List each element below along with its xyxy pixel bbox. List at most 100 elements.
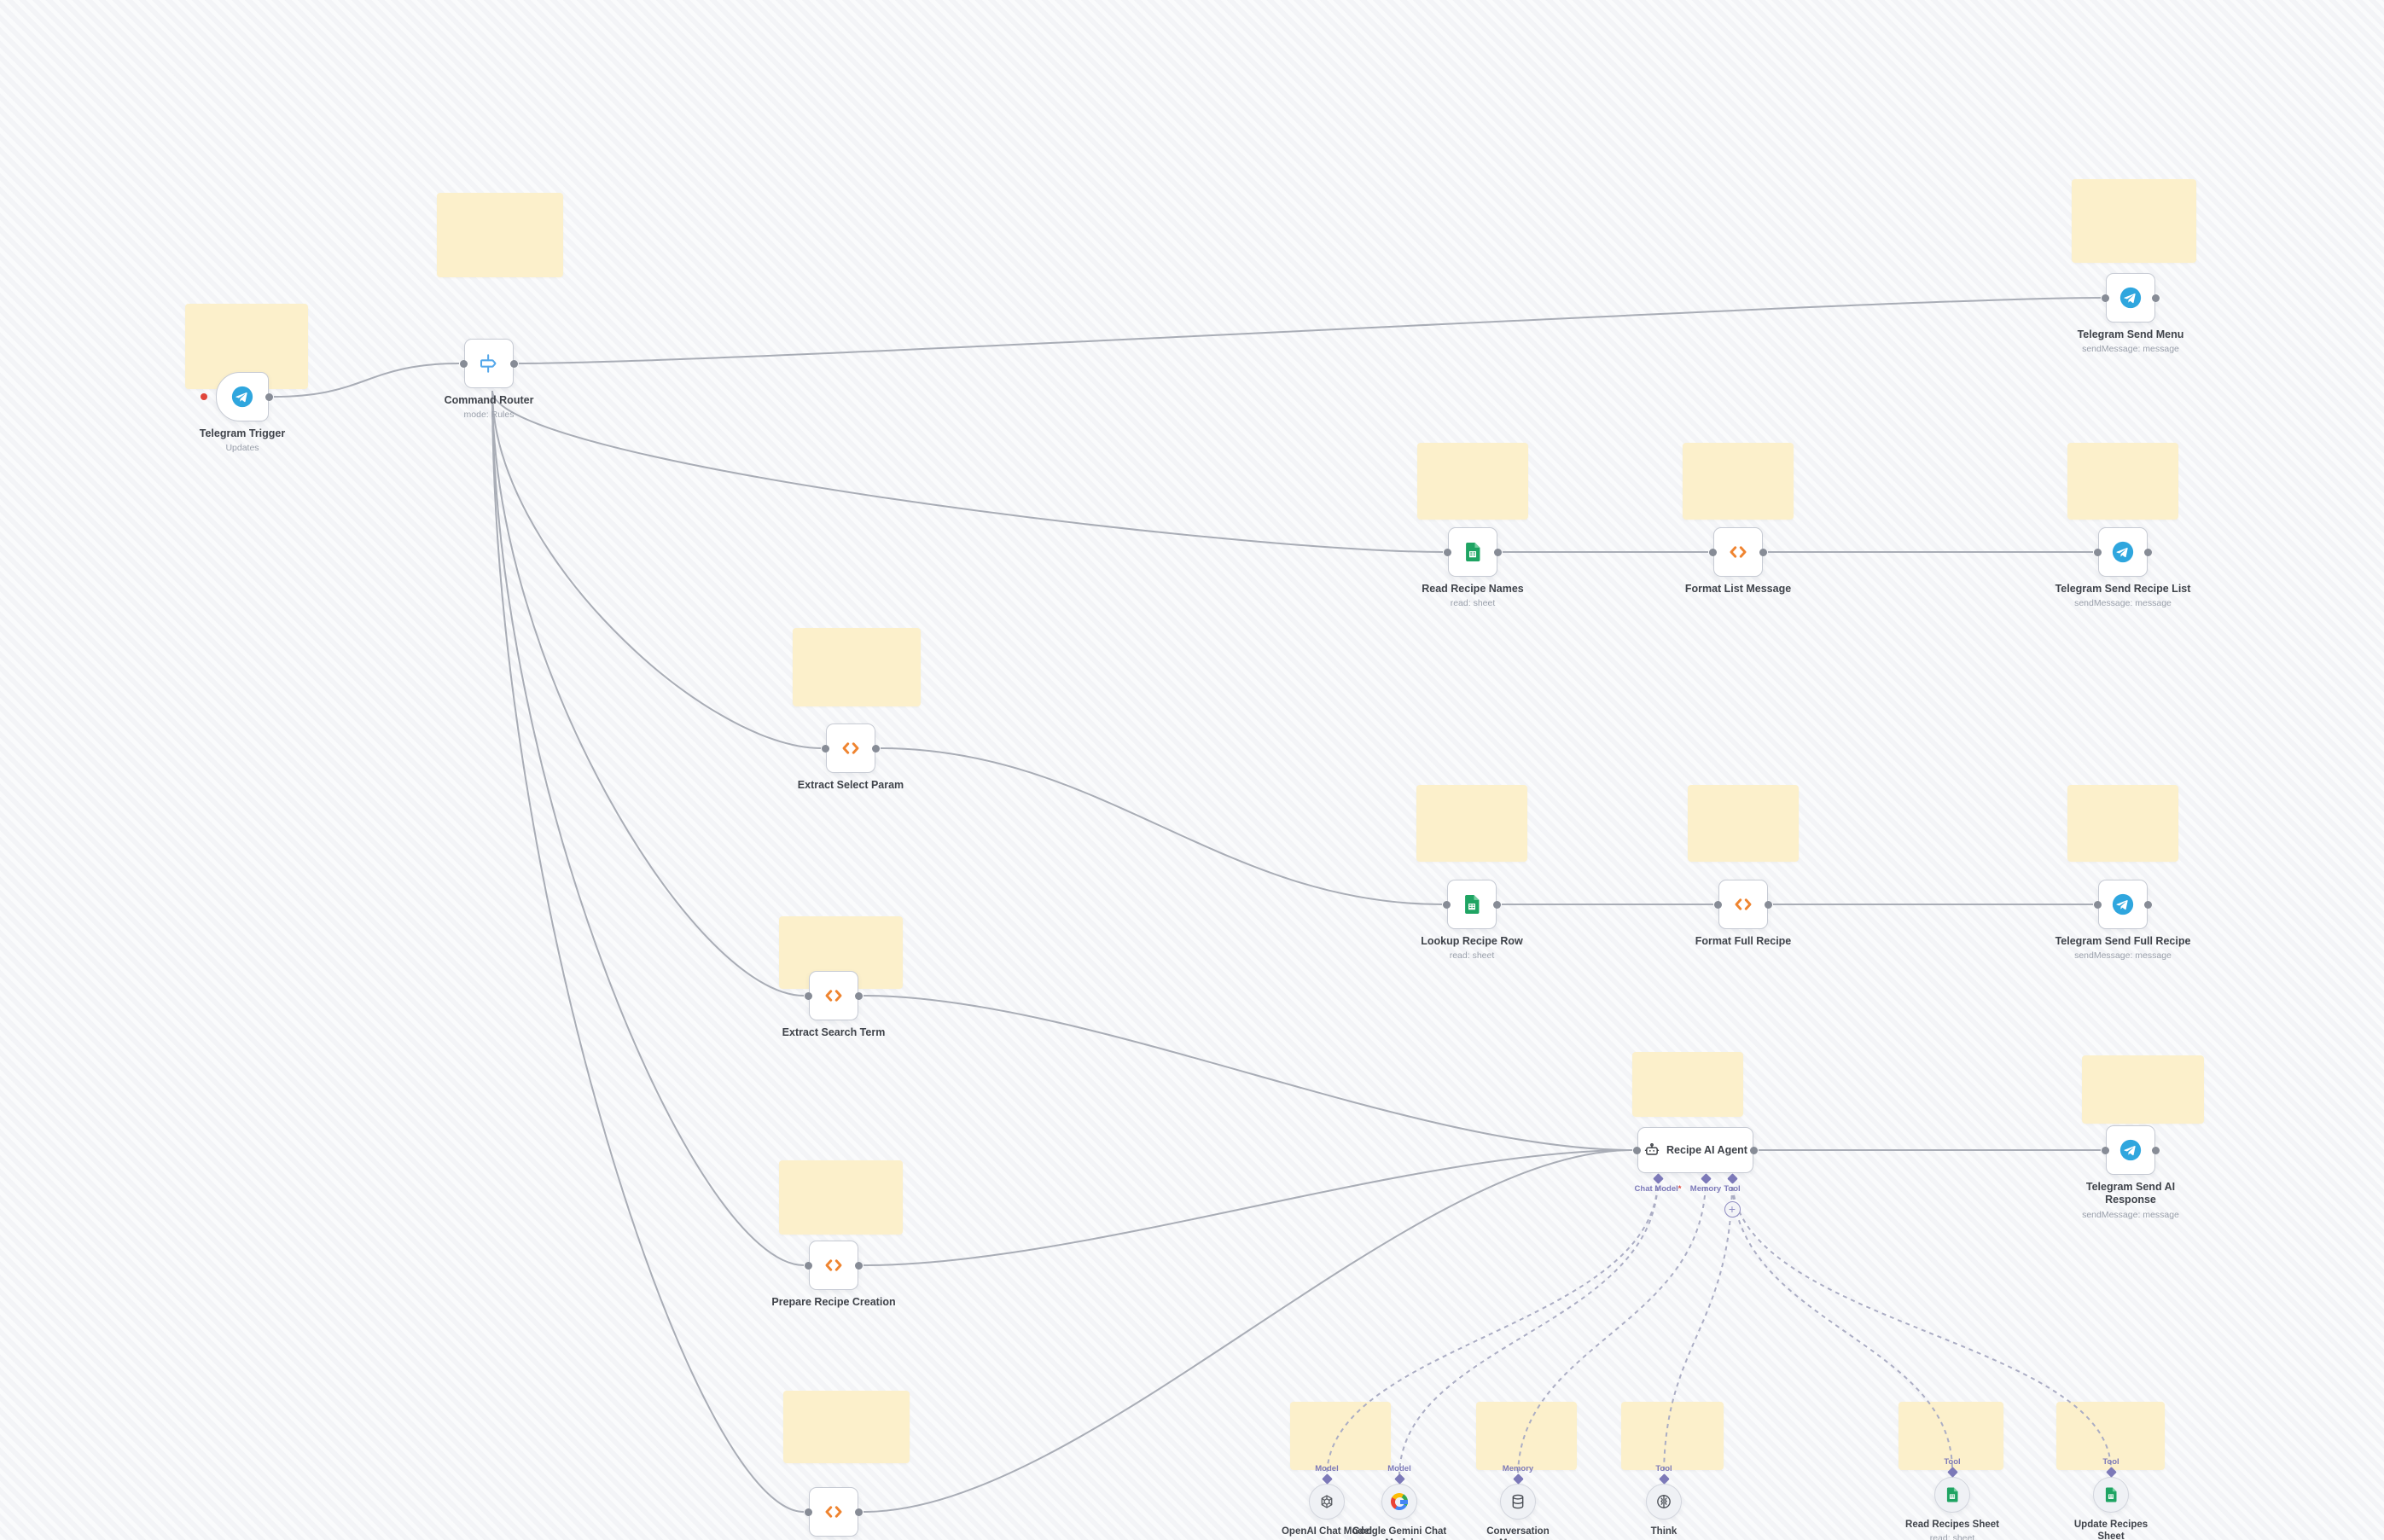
sticky-note[interactable] <box>1632 1052 1743 1117</box>
node-lookup-recipe-row[interactable] <box>1443 880 1501 929</box>
node-unnamed-code[interactable] <box>805 1487 863 1537</box>
connection-recipe-ai-agent-to-conversation-memory[interactable] <box>1517 1177 1707 1478</box>
sticky-note[interactable] <box>1683 443 1794 520</box>
node-label: Recipe AI Agent <box>1666 1144 1747 1156</box>
connection-extract-select-param-to-lookup-recipe-row[interactable] <box>880 747 1443 905</box>
connection-command-router-to-extract-search-term[interactable] <box>491 390 805 997</box>
node-extract-select-param[interactable] <box>822 724 880 773</box>
sticky-note[interactable] <box>2067 785 2178 862</box>
input-port[interactable] <box>460 359 468 368</box>
input-port[interactable] <box>822 744 829 753</box>
sticky-note[interactable] <box>1476 1402 1577 1470</box>
connection-recipe-ai-agent-to-google-gemini-chat-model[interactable] <box>1398 1177 1659 1478</box>
sticky-note[interactable] <box>1621 1402 1724 1470</box>
sticky-note[interactable] <box>2082 1055 2204 1124</box>
sticky-note[interactable] <box>1417 443 1528 520</box>
output-port[interactable] <box>1494 548 1502 556</box>
code-icon <box>1727 541 1749 563</box>
input-port[interactable] <box>805 1508 812 1516</box>
openai-icon <box>1318 1493 1335 1510</box>
node-openai-chat-model[interactable] <box>1309 1484 1345 1520</box>
connection-extract-search-term-to-recipe-ai-agent[interactable] <box>863 995 1633 1151</box>
node-telegram-trigger[interactable] <box>216 372 273 421</box>
code-icon <box>823 985 845 1007</box>
node-update-recipes-sheet[interactable] <box>2093 1477 2129 1513</box>
output-port[interactable] <box>265 392 273 401</box>
input-port[interactable] <box>1444 548 1451 556</box>
connection-recipe-ai-agent-to-read-recipes-sheet[interactable] <box>1731 1177 1953 1471</box>
connection-command-router-to-unnamed-code[interactable] <box>491 390 805 1513</box>
input-port[interactable] <box>2094 548 2102 556</box>
output-port[interactable] <box>855 991 863 1000</box>
node-read-recipe-names[interactable] <box>1444 527 1502 577</box>
connection-recipe-ai-agent-to-openai-chat-model[interactable] <box>1326 1177 1659 1478</box>
node-telegram-send-full-recipe[interactable] <box>2094 880 2152 929</box>
node-google-gemini-chat-model[interactable] <box>1381 1484 1417 1520</box>
node-format-full-recipe[interactable] <box>1714 880 1772 929</box>
output-port[interactable] <box>2152 1146 2160 1154</box>
node-telegram-send-menu[interactable] <box>2102 273 2160 323</box>
sticky-note[interactable] <box>2056 1402 2165 1470</box>
node-extract-search-term[interactable] <box>805 971 863 1020</box>
input-port[interactable] <box>1633 1146 1641 1154</box>
add-tool-button[interactable]: + <box>1724 1201 1741 1217</box>
connection-unnamed-code-to-recipe-ai-agent[interactable] <box>863 1149 1633 1513</box>
robot-icon <box>1643 1142 1660 1159</box>
connection-type-label: Memory <box>1502 1464 1534 1473</box>
sticky-note[interactable] <box>1688 785 1799 862</box>
sticky-note[interactable] <box>793 628 921 706</box>
input-port[interactable] <box>1443 900 1451 909</box>
connection-type-label: Tool <box>1655 1464 1672 1473</box>
output-port[interactable] <box>2144 548 2152 556</box>
code-icon <box>823 1254 845 1276</box>
required-marker: * <box>1678 1184 1682 1194</box>
node-think[interactable] <box>1646 1484 1682 1520</box>
output-port[interactable] <box>1759 548 1767 556</box>
output-port[interactable] <box>2152 293 2160 302</box>
telegram-icon <box>2112 893 2134 915</box>
input-port[interactable] <box>2102 1146 2109 1154</box>
google-sheets-icon <box>1462 541 1484 563</box>
node-telegram-send-recipe-list[interactable] <box>2094 527 2152 577</box>
node-telegram-send-ai-response[interactable] <box>2102 1125 2160 1175</box>
input-port[interactable] <box>805 1261 812 1270</box>
connection-type-label: Model <box>1387 1464 1411 1473</box>
sticky-note[interactable] <box>779 1160 903 1235</box>
connection-prepare-recipe-creation-to-recipe-ai-agent[interactable] <box>863 1149 1633 1266</box>
node-read-recipes-sheet[interactable] <box>1934 1477 1970 1513</box>
connection-command-router-to-telegram-send-menu[interactable] <box>518 297 2102 364</box>
connection-command-router-to-read-recipe-names[interactable] <box>491 390 1444 553</box>
sticky-note[interactable] <box>2072 179 2196 263</box>
node-format-list-message[interactable] <box>1709 527 1767 577</box>
input-port[interactable] <box>1709 548 1717 556</box>
input-port[interactable] <box>2102 293 2109 302</box>
output-port[interactable] <box>2144 900 2152 909</box>
sticky-note[interactable] <box>783 1391 910 1463</box>
connection-recipe-ai-agent-to-update-recipes-sheet[interactable] <box>1731 1177 2112 1471</box>
output-port[interactable] <box>1493 900 1501 909</box>
input-port[interactable] <box>805 991 812 1000</box>
connection-recipe-ai-agent-to-think[interactable] <box>1663 1177 1733 1478</box>
input-port[interactable] <box>2094 900 2102 909</box>
output-port[interactable] <box>1750 1146 1758 1154</box>
input-port[interactable] <box>1714 900 1722 909</box>
gemini-icon <box>1391 1493 1408 1510</box>
connection-telegram-trigger-to-command-router[interactable] <box>273 363 460 398</box>
connection-command-router-to-extract-select-param[interactable] <box>491 390 822 749</box>
sticky-note[interactable] <box>1416 785 1527 862</box>
node-command-router[interactable] <box>460 339 518 388</box>
sticky-note[interactable] <box>2067 443 2178 520</box>
output-port[interactable] <box>1765 900 1772 909</box>
node-prepare-recipe-creation[interactable] <box>805 1241 863 1290</box>
node-conversation-memory[interactable] <box>1500 1484 1536 1520</box>
output-port[interactable] <box>855 1261 863 1270</box>
connection-command-router-to-prepare-recipe-creation[interactable] <box>491 390 805 1266</box>
output-port[interactable] <box>510 359 518 368</box>
output-port[interactable] <box>855 1508 863 1516</box>
output-port[interactable] <box>872 744 880 753</box>
sticky-note[interactable] <box>1290 1402 1391 1470</box>
sticky-note[interactable] <box>437 193 563 277</box>
google-sheets-icon <box>2102 1486 2119 1503</box>
node-recipe-ai-agent[interactable]: Recipe AI Agent <box>1633 1127 1758 1173</box>
